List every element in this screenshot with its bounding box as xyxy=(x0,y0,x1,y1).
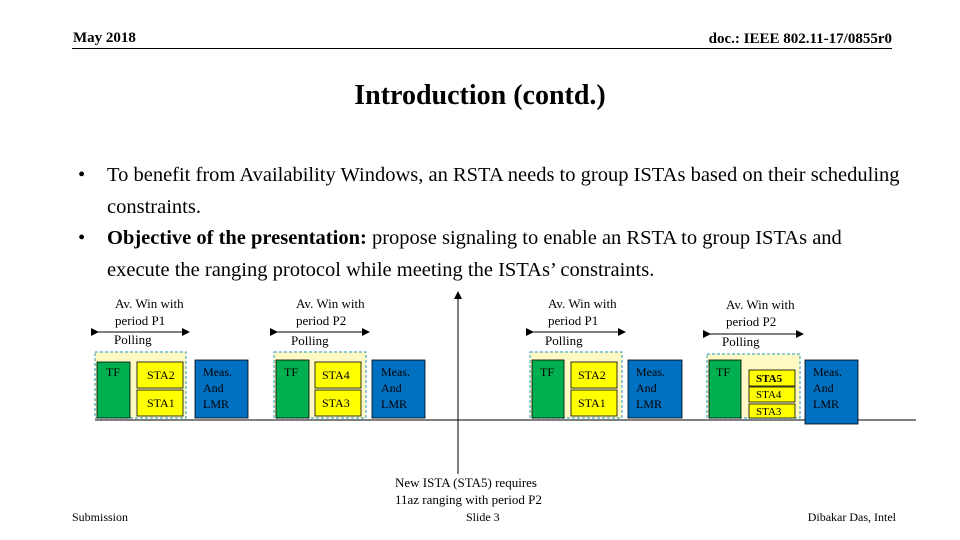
meas-label: Meas. xyxy=(636,365,665,379)
window-label: Av. Win with xyxy=(726,297,795,312)
meas-lmr-block xyxy=(804,359,859,425)
tf-label: TF xyxy=(716,365,730,379)
sta-label: STA4 xyxy=(756,389,782,401)
meas-label: And xyxy=(813,381,834,395)
sta-label: STA1 xyxy=(147,396,175,410)
tf-block xyxy=(96,361,131,419)
polling-label: Polling xyxy=(722,334,760,349)
sta-label: STA2 xyxy=(147,368,175,382)
footer-submission: Submission xyxy=(72,510,129,524)
bullet-list: • To benefit from Availability Windows, … xyxy=(78,160,908,286)
tf-label: TF xyxy=(106,365,120,379)
sta-box xyxy=(748,403,796,419)
window-group: Av. Win with period P2 Polling TF STA5 S… xyxy=(703,297,859,425)
sta-box xyxy=(314,389,362,417)
header-divider xyxy=(72,48,892,49)
window-period-label: period P2 xyxy=(726,314,776,329)
window-group: Av. Win with period P1 Polling TF STA2 S… xyxy=(526,296,683,419)
new-ista-note: New ISTA (STA5) requires xyxy=(395,475,537,490)
meas-lmr-block xyxy=(371,359,426,419)
window-label: Av. Win with xyxy=(115,296,184,311)
polling-label: Polling xyxy=(291,333,329,348)
meas-label: LMR xyxy=(381,397,407,411)
vertical-marker-arrowhead xyxy=(454,291,462,299)
window-period-label: period P1 xyxy=(115,313,165,328)
tf-label: TF xyxy=(540,365,554,379)
meas-label: Meas. xyxy=(381,365,410,379)
window-label: Av. Win with xyxy=(296,296,365,311)
meas-label: Meas. xyxy=(813,365,842,379)
bullet-item: • To benefit from Availability Windows, … xyxy=(78,160,908,223)
window-period-label: period P1 xyxy=(548,313,598,328)
meas-label: LMR xyxy=(636,397,662,411)
meas-label: And xyxy=(203,381,224,395)
tf-block xyxy=(275,359,310,419)
sta-box xyxy=(136,389,184,417)
sta-label: STA3 xyxy=(756,406,782,418)
sta-box xyxy=(748,369,796,387)
sta-label: STA4 xyxy=(322,368,350,382)
slide-title: Introduction (contd.) xyxy=(354,80,606,111)
tf-block xyxy=(531,359,565,419)
sta-label: STA5 xyxy=(756,373,783,385)
polling-label: Polling xyxy=(545,333,583,348)
footer-author: Dibakar Das, Intel xyxy=(807,510,896,524)
footer-slide-number: Slide 3 xyxy=(466,510,500,524)
meas-label: Meas. xyxy=(203,365,232,379)
meas-lmr-block xyxy=(627,359,683,419)
bullet-marker: • xyxy=(78,227,86,249)
sta-box xyxy=(570,389,618,417)
sta-label: STA2 xyxy=(578,368,606,382)
sta-label: STA1 xyxy=(578,396,606,410)
bullet-item: • Objective of the presentation: propose… xyxy=(78,223,908,286)
bullet-marker: • xyxy=(78,164,86,186)
bullet-text: To benefit from Availability Windows, an… xyxy=(107,164,900,218)
new-ista-note-period: 11az ranging with period P2 xyxy=(395,492,542,507)
bullet-bold-prefix: Objective of the presentation: xyxy=(107,227,372,249)
tf-block xyxy=(708,359,742,419)
meas-label: LMR xyxy=(203,397,229,411)
meas-label: And xyxy=(636,381,657,395)
window-group: Av. Win with period P2 Polling TF STA4 S… xyxy=(270,296,426,419)
meas-label: LMR xyxy=(813,397,839,411)
meas-lmr-block xyxy=(194,359,249,419)
sta-box xyxy=(136,361,184,389)
window-group: Av. Win with period P1 Polling TF STA2 S… xyxy=(91,296,249,419)
polling-label: Polling xyxy=(114,332,152,347)
bullet-text: propose signaling to enable an RSTA to g… xyxy=(107,227,842,281)
sta-box xyxy=(314,361,362,389)
tf-label: TF xyxy=(284,365,298,379)
sta-box xyxy=(748,386,796,403)
meas-label: And xyxy=(381,381,402,395)
header-doc-id: doc.: IEEE 802.11-17/0855r0 xyxy=(708,31,892,47)
sta-box xyxy=(570,361,618,389)
sta-label: STA3 xyxy=(322,396,350,410)
header-date: May 2018 xyxy=(73,30,136,46)
window-period-label: period P2 xyxy=(296,313,346,328)
window-label: Av. Win with xyxy=(548,296,617,311)
